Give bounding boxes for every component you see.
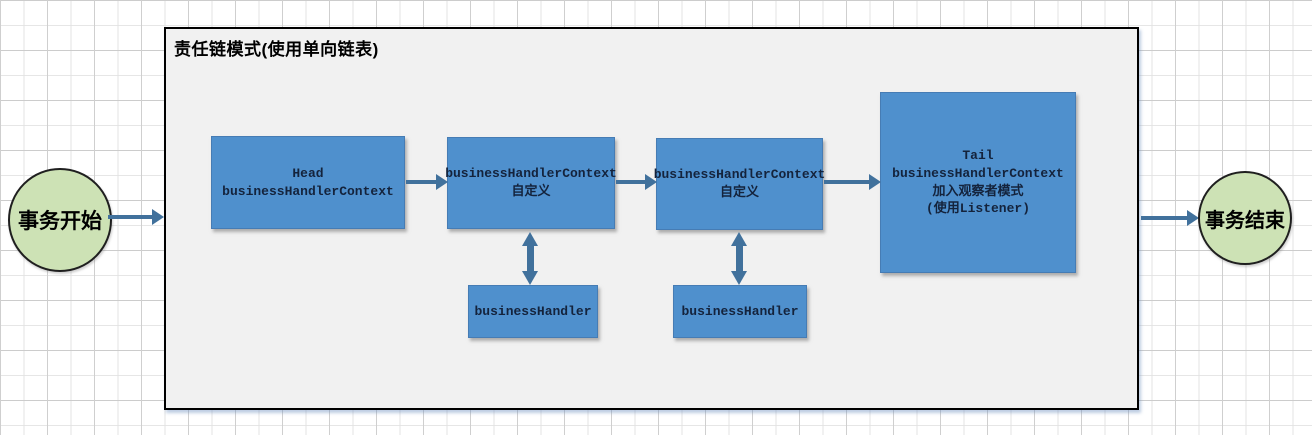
node-tail-label: Tail businessHandlerContext 加入观察者模式 (使用L… [892,148,1064,217]
handler-box-2[interactable]: businessHandler [673,285,807,338]
node-head-label: Head businessHandlerContext [222,165,394,199]
node-tail-context[interactable]: Tail businessHandlerContext 加入观察者模式 (使用L… [880,92,1076,273]
arrow-context2-to-tail [824,174,881,190]
node-context-1-label: businessHandlerContext 自定义 [445,166,617,199]
start-terminal-label: 事务开始 [18,210,102,233]
diagram-title: 责任链模式(使用单向链表) [174,40,379,59]
arrow-context1-to-context2 [616,174,657,190]
node-context-2-label: businessHandlerContext 自定义 [653,167,826,200]
arrow-chain-to-end [1141,210,1199,226]
node-context-1[interactable]: businessHandlerContext 自定义 [445,137,617,229]
arrow-context2-to-handler2 [731,232,747,285]
handler-box-1-label: businessHandler [474,303,592,319]
handler-box-1[interactable]: businessHandler [468,285,598,338]
node-context-2[interactable]: businessHandlerContext 自定义 [653,138,826,230]
end-terminal-label: 事务结束 [1205,209,1285,232]
arrow-head-to-context1 [406,174,448,190]
end-terminal[interactable]: 事务结束 [1198,171,1292,265]
handler-box-2-label: businessHandler [681,303,799,319]
node-head-context[interactable]: Head businessHandlerContext [211,136,405,229]
arrow-context1-to-handler1 [522,232,538,285]
arrow-start-to-chain [108,209,164,225]
start-terminal[interactable]: 事务开始 [8,168,112,272]
